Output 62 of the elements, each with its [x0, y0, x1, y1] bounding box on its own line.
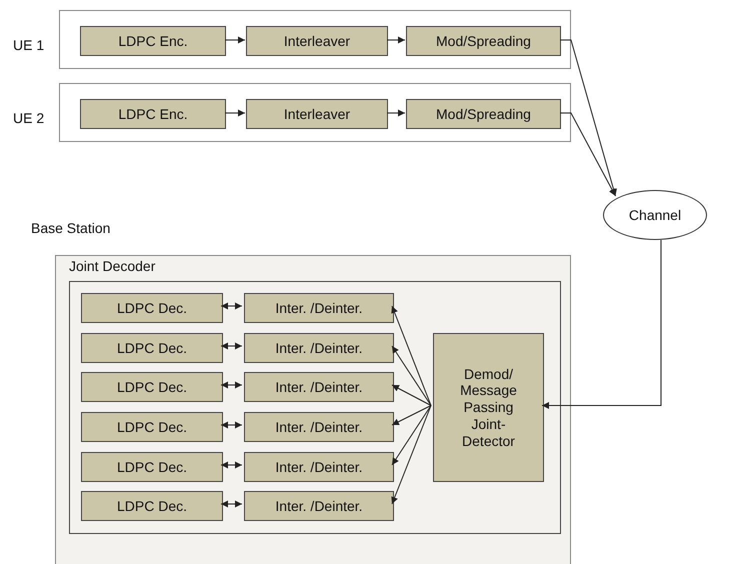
arrow: [391, 405, 432, 504]
node-label: LDPC Enc.: [118, 32, 188, 50]
node-label: Inter. /Deinter.: [275, 300, 363, 316]
process-box: [244, 372, 394, 402]
node-label: Inter. /Deinter.: [275, 498, 363, 514]
arrow: [224, 110, 246, 116]
arrow: [220, 342, 242, 350]
arrow: [392, 405, 432, 426]
group-heading: UE 1: [13, 37, 44, 53]
node-label: Inter. /Deinter.: [275, 458, 363, 476]
node-label: Inter. /Deinter.: [275, 378, 363, 396]
arrow: [220, 422, 242, 428]
process-box: [246, 26, 388, 56]
process-box: [81, 412, 223, 442]
process-box: [81, 491, 223, 521]
node-label: LDPC Dec.: [116, 300, 188, 316]
arrow: [392, 346, 432, 406]
node-label: LDPC Dec.: [116, 458, 188, 476]
node-label: Mod/Spreading: [436, 32, 531, 50]
process-box: [244, 491, 394, 521]
group-heading: Base Station: [31, 220, 110, 236]
process-box: [406, 26, 561, 56]
process-box: [80, 26, 226, 56]
group-heading: UE 2: [13, 110, 44, 126]
node-label: LDPC Dec.: [116, 340, 188, 356]
node-label: Demod/ Message Passing Joint- Detector: [459, 366, 518, 450]
arrow: [224, 36, 246, 44]
process-box: [433, 333, 544, 482]
arrow: [560, 112, 616, 196]
node-label: LDPC Dec.: [116, 378, 188, 396]
node-label: Interleaver: [284, 32, 350, 50]
process-box: [81, 333, 223, 363]
process-box: [244, 293, 394, 323]
arrow: [392, 384, 432, 406]
node-label: Mod/Spreading: [436, 106, 531, 122]
arrow: [386, 36, 406, 44]
arrow: [542, 240, 662, 409]
arrow: [220, 302, 242, 310]
arrow: [220, 382, 242, 388]
node-label: Interleaver: [284, 106, 350, 122]
process-box: [244, 412, 394, 442]
process-box: [406, 99, 561, 129]
arrow: [560, 40, 617, 196]
process-box: [244, 452, 394, 482]
process-box: [80, 99, 226, 129]
process-box: [244, 333, 394, 363]
node-label: Inter. /Deinter.: [275, 418, 363, 436]
process-box: [81, 452, 223, 482]
node-label: Channel: [628, 207, 682, 223]
arrow: [386, 110, 406, 116]
process-box: [246, 99, 388, 129]
group-heading: Joint Decoder: [69, 258, 156, 274]
process-box: [81, 372, 223, 402]
node-label: LDPC Dec.: [116, 498, 188, 514]
process-box: [81, 293, 223, 323]
node-label: LDPC Dec.: [116, 418, 188, 436]
arrow: [220, 500, 242, 508]
arrow: [392, 405, 432, 466]
node-label: Inter. /Deinter.: [275, 340, 363, 356]
arrow: [391, 306, 432, 406]
arrow: [220, 462, 242, 468]
node-label: LDPC Enc.: [118, 106, 188, 122]
